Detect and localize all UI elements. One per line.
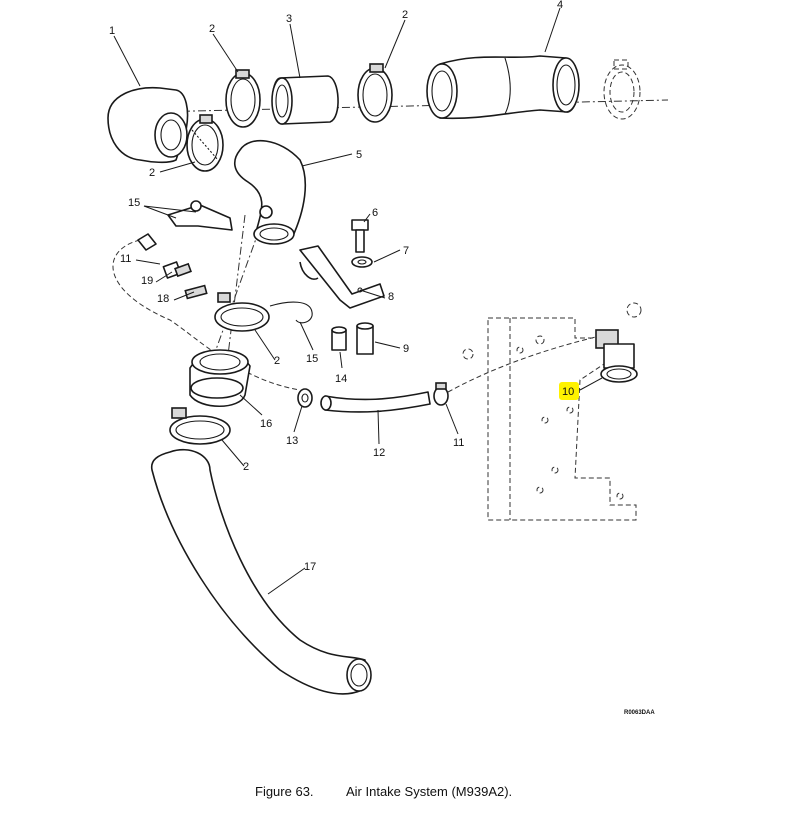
leader-lines <box>113 7 603 595</box>
callout-3: 3 <box>286 13 292 25</box>
part-15-bracket <box>167 200 273 231</box>
part-8-bracket <box>299 245 385 309</box>
callout-11: 11 <box>120 253 131 265</box>
part-10-restriction-indicator <box>595 329 638 383</box>
part-9-spacer <box>356 322 374 355</box>
part-11-small-clamp-right <box>433 382 449 406</box>
part-15-u-bolt <box>269 301 313 324</box>
callout-2: 2 <box>243 461 249 473</box>
part-6-bolt <box>351 219 369 253</box>
part-17-long-tube <box>150 448 372 695</box>
exploded-parts-diagram: 1 2 3 2 4 2 5 15 6 7 11 19 18 8 2 15 9 1… <box>107 0 669 716</box>
callout-18: 18 <box>157 293 169 305</box>
figure-caption: Figure 63. Air Intake System (M939A2). <box>0 784 800 829</box>
callout-12: 12 <box>373 447 385 459</box>
drawing-code: R0063DAA <box>624 710 655 716</box>
callout-4: 4 <box>557 0 563 11</box>
part-13-grommet <box>297 388 313 408</box>
part-19-fitting <box>162 261 192 279</box>
callout-9: 9 <box>403 343 409 355</box>
callout-2: 2 <box>149 167 155 179</box>
part-18-fitting <box>184 284 208 300</box>
part-2-clamp-top-left <box>186 114 224 172</box>
part-2-clamp-upper <box>225 69 261 128</box>
callouts: 1 2 3 2 4 2 5 15 6 7 11 19 18 8 2 15 9 1… <box>109 0 574 573</box>
callout-2: 2 <box>274 355 280 367</box>
part-7-washer <box>351 256 373 268</box>
figure-title: Air Intake System (M939A2). <box>346 784 513 799</box>
part-1-elbow-hose <box>107 86 189 164</box>
part-12-tube <box>320 391 431 413</box>
figure-number: Figure 63. <box>255 784 314 799</box>
part-16-adapter <box>189 349 251 407</box>
callout-8: 8 <box>388 291 394 303</box>
callout-5: 5 <box>356 149 362 161</box>
callout-19: 19 <box>141 275 153 287</box>
callout-7: 7 <box>403 245 409 257</box>
part-2-clamp-bottom <box>169 407 231 445</box>
callout-1: 1 <box>109 25 115 37</box>
part-4-reducer-hose <box>426 55 580 120</box>
callout-10-highlight <box>559 382 579 400</box>
part-3-straight-sleeve <box>271 75 339 125</box>
part-2-clamp-middle <box>357 63 393 123</box>
callout-17: 17 <box>304 561 316 573</box>
callout-15: 15 <box>306 353 318 365</box>
callout-10: 10 <box>562 386 574 398</box>
callout-16: 16 <box>260 418 272 430</box>
indicator-line-route <box>447 335 601 393</box>
part-11-small-clamp-left <box>137 233 157 251</box>
mounting-panel <box>462 302 642 521</box>
part-14-spacer <box>331 326 347 351</box>
part-5-elbow-tube <box>233 139 307 245</box>
callout-13: 13 <box>286 435 298 447</box>
callout-15: 15 <box>128 197 140 209</box>
callout-2: 2 <box>402 9 408 21</box>
callout-14: 14 <box>335 373 347 385</box>
callout-11: 11 <box>453 437 464 449</box>
callout-2: 2 <box>209 23 215 35</box>
part-2-clamp-far-right <box>603 59 641 120</box>
clamp-centerline <box>224 214 246 381</box>
vent-line-route <box>112 239 301 391</box>
callout-6: 6 <box>372 207 378 219</box>
part-2-clamp-lower-middle <box>214 292 270 332</box>
